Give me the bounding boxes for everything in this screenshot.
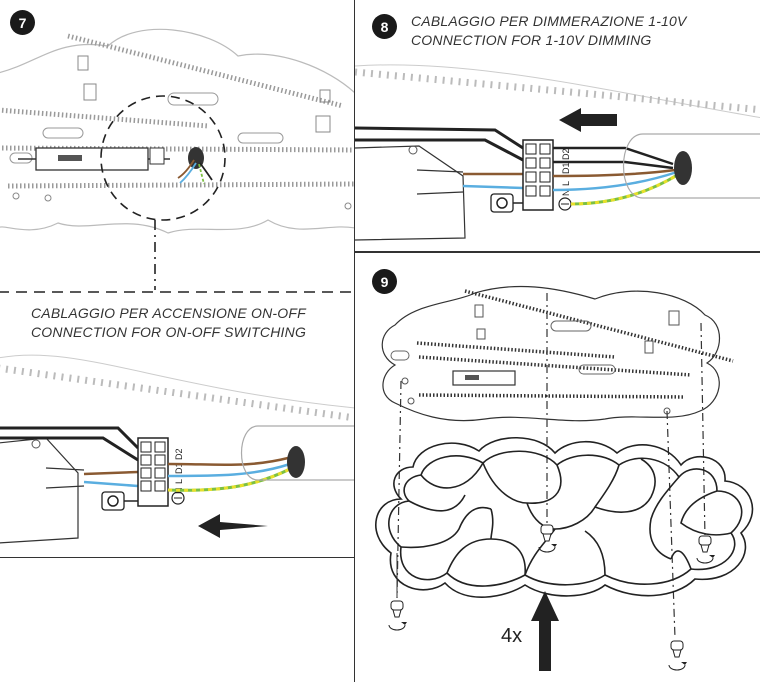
led-strip-detail bbox=[355, 72, 760, 110]
cable-gland bbox=[674, 151, 692, 185]
direction-arrow bbox=[559, 108, 617, 132]
step-8-panel: 8 CABLAGGIO PER DIMMERAZIONE 1-10V CONNE… bbox=[354, 0, 760, 252]
driver-box bbox=[18, 148, 170, 170]
earth-connector bbox=[491, 194, 523, 212]
label-d1: D1 bbox=[561, 162, 571, 174]
earth-connector bbox=[102, 492, 138, 510]
led-strip-detail bbox=[0, 368, 355, 418]
fixture-outline-detail bbox=[0, 355, 355, 408]
step-7-panel: 7 bbox=[0, 0, 355, 558]
step-8-drawing: D2 D1 L N bbox=[355, 0, 760, 252]
step-7-drawing: D2 D1 L N bbox=[0, 0, 355, 558]
cable-gland bbox=[287, 446, 305, 478]
mains-wires bbox=[0, 428, 138, 460]
direction-arrow bbox=[198, 514, 268, 538]
driver-corner bbox=[0, 438, 78, 543]
alignment-lines bbox=[397, 293, 705, 638]
mains-wires bbox=[355, 128, 523, 160]
label-l: L bbox=[561, 181, 571, 186]
terminal-block-small bbox=[150, 148, 164, 164]
label-d2: D2 bbox=[174, 448, 184, 460]
small-wires bbox=[178, 160, 212, 184]
lift-arrow bbox=[531, 591, 559, 671]
plate-slots bbox=[391, 321, 615, 374]
step-9-drawing bbox=[355, 253, 760, 682]
label-l: L bbox=[174, 479, 184, 484]
step-9-panel: 9 bbox=[354, 252, 760, 682]
quantity-label: 4x bbox=[501, 625, 522, 648]
fixture-outline bbox=[0, 29, 355, 233]
onoff-caption: CABLAGGIO PER ACCENSIONE ON-OFF CONNECTI… bbox=[31, 304, 306, 342]
plate-driver bbox=[453, 371, 515, 385]
label-d2: D2 bbox=[561, 148, 571, 160]
standoffs bbox=[389, 525, 715, 670]
cloud-frame bbox=[376, 438, 753, 597]
